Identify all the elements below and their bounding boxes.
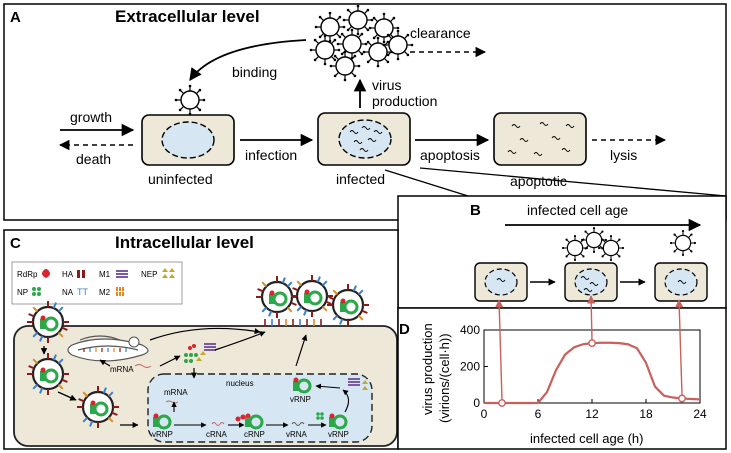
age-pointer-line <box>495 299 504 401</box>
x-tick-label: 24 <box>693 407 707 421</box>
panel-b: B infected cell age <box>397 195 727 309</box>
age-marker <box>678 394 686 403</box>
legend-np-swatch <box>32 287 41 296</box>
panel-c-title: Intracellular level <box>115 233 254 252</box>
virus-production-line <box>484 341 701 405</box>
apoptotic-rna-squiggles <box>507 122 575 156</box>
x-axis-label: infected cell age (h) <box>530 431 643 446</box>
panel-a-letter: A <box>10 9 21 26</box>
endocytosed-virion <box>25 351 71 397</box>
budding-virion-3 <box>325 282 371 328</box>
plot-area: 0 6 12 18 24 0 200 400 <box>460 323 707 421</box>
apoptosis-label: apoptosis <box>420 147 480 163</box>
uninfected-nucleus <box>161 121 215 159</box>
legend-ha-label: HA <box>62 270 74 279</box>
vrnp-top-label: vRNP <box>290 395 311 404</box>
virus-production-label-2: production <box>372 93 437 109</box>
lysis-label: lysis <box>610 147 637 163</box>
growth-label: growth <box>70 109 112 125</box>
legend-rdrp-label: RdRp <box>17 270 38 279</box>
panel-d-frame <box>397 307 727 450</box>
infected-rna-squiggles <box>349 126 383 152</box>
virus-production-label-1: virus <box>372 77 402 93</box>
panel-b-title: infected cell age <box>527 202 628 218</box>
budding-virion-2 <box>289 273 335 319</box>
panel-c: C Intracellular level RdRp HA M1 NEP NP … <box>3 229 399 450</box>
age-pointers <box>495 295 684 401</box>
nucleus-label: nucleus <box>226 379 254 388</box>
legend-np-label: NP <box>17 288 28 297</box>
x-tick-label: 0 <box>481 407 488 421</box>
zoom-line-right <box>419 167 727 197</box>
legend-nep-label: NEP <box>141 270 157 279</box>
uninfected-label: uninfected <box>148 171 213 187</box>
y-tick-label: 400 <box>460 323 480 337</box>
panel-a-title: Extracellular level <box>115 7 260 26</box>
panel-d-letter: D <box>399 321 410 338</box>
age-cell-mid-nucleus <box>574 268 608 296</box>
zoom-line-left <box>384 169 469 197</box>
death-label: death <box>76 151 111 167</box>
y-axis-label-1: virus production <box>420 323 435 415</box>
entering-virion <box>25 299 71 345</box>
age-pointer-line <box>586 295 596 341</box>
legend-rdrp-swatch <box>42 269 50 278</box>
legend: RdRp HA M1 NEP NP NA TT M2 <box>17 268 175 297</box>
ribosome-vesicle <box>128 336 140 348</box>
cytoplasm-arrows <box>99 327 308 428</box>
infected-nucleus <box>338 119 392 159</box>
panel-a-frame <box>3 3 727 221</box>
legend-nep-swatch <box>162 268 175 278</box>
binding-label: binding <box>232 64 277 80</box>
age-marker <box>498 399 506 407</box>
vrna-label: vRNA <box>286 430 308 439</box>
infection-label: infection <box>245 147 297 163</box>
x-tick-label: 12 <box>585 407 599 421</box>
x-tick-label: 18 <box>639 407 653 421</box>
mrna-nuc-label: mRNA <box>164 388 188 397</box>
legend-m1-swatch <box>116 270 128 278</box>
age-cell-early-nucleus <box>484 268 518 296</box>
mrna-cyto-label: mRNA <box>110 365 134 374</box>
legend-na-label: NA <box>62 288 74 297</box>
clearance-label: clearance <box>410 25 471 41</box>
vrnp-1-label: vRNP <box>152 430 173 439</box>
vrnp-2-label: vRNP <box>328 430 349 439</box>
apoptotic-cell <box>493 112 587 166</box>
binding-arrow <box>189 39 307 82</box>
legend-box <box>11 261 183 305</box>
legend-m1-label: M1 <box>99 270 111 279</box>
legend-m2-swatch <box>116 287 124 296</box>
age-cell-late-virion <box>669 229 697 257</box>
panel-a: A Extracellular level clearance binding … <box>3 3 727 221</box>
y-axis-label-2: (virions/(cell·h)) <box>437 333 452 423</box>
age-cell-late-nucleus <box>664 268 698 296</box>
legend-m2-label: M2 <box>99 288 111 297</box>
bound-virion-icon <box>173 83 207 117</box>
nuclear-m1 <box>348 378 360 386</box>
panel-b-letter: B <box>470 202 481 219</box>
crna-label: cRNA <box>206 430 228 439</box>
legend-na-swatch: TT <box>77 287 88 297</box>
crnp-label: cRNP <box>244 430 265 439</box>
panel-d: D virus production (virions/(cell·h)) in… <box>397 307 727 450</box>
surface-proteins <box>264 319 322 326</box>
infected-label: infected <box>336 171 385 187</box>
y-tick-label: 200 <box>460 360 480 374</box>
cytoplasm-proteins <box>184 343 216 363</box>
panel-c-letter: C <box>10 235 21 252</box>
er-proteins <box>83 348 127 352</box>
age-marker <box>588 339 596 348</box>
age-pointer-line <box>675 299 684 396</box>
x-tick-label: 6 <box>535 407 542 421</box>
uncoating-virion <box>75 384 121 430</box>
y-tick-label: 0 <box>473 396 480 410</box>
